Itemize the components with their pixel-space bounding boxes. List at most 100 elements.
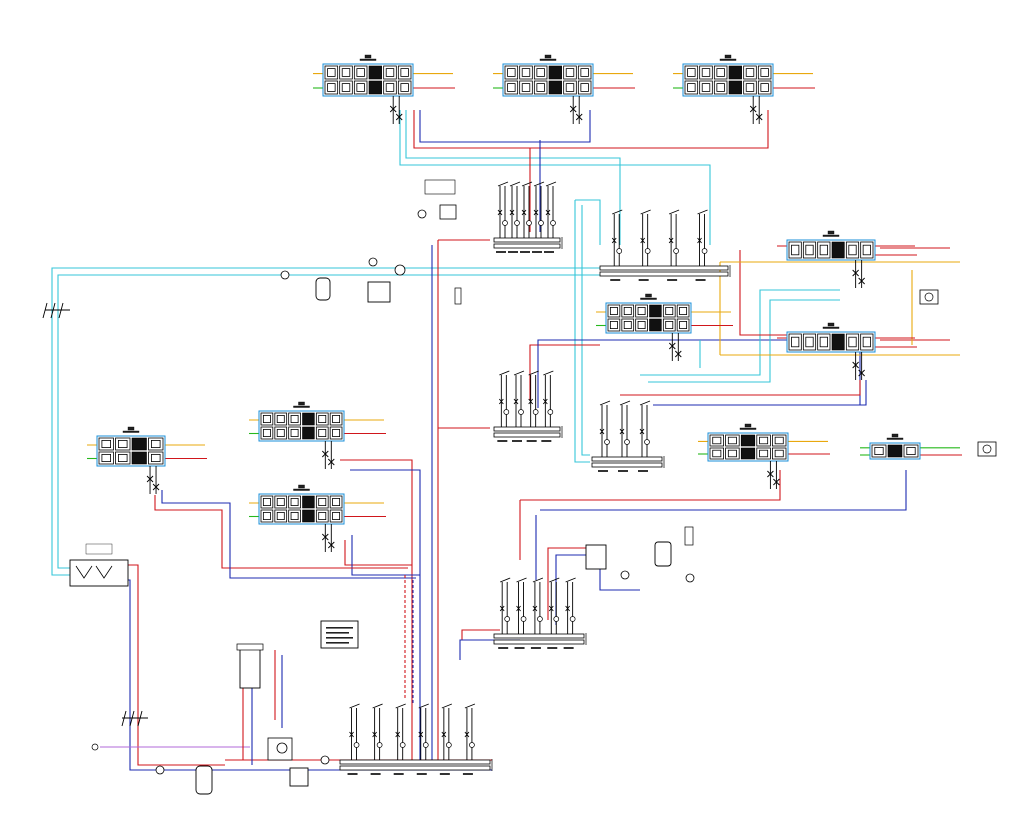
hx-small	[439, 204, 457, 220]
pipe-ru-supply	[739, 250, 790, 336]
pump-icon	[422, 742, 429, 748]
heat-recovery-wheel	[649, 304, 662, 318]
valve-icon	[521, 209, 527, 216]
riser-cap	[349, 703, 360, 709]
valve-icon	[575, 113, 583, 121]
ahu-tag-line	[122, 430, 140, 433]
fan-icon	[687, 68, 696, 77]
valve-icon	[852, 361, 859, 369]
pipe-left-supply	[154, 495, 408, 569]
fan-icon	[262, 414, 271, 423]
ahu-right-upper	[777, 230, 917, 288]
riser-cap	[532, 577, 544, 583]
branch-tag	[638, 279, 649, 281]
pump-icon	[520, 616, 527, 622]
riser-cap	[545, 181, 557, 187]
fan-icon	[819, 336, 828, 348]
pipe-right-supply-2	[620, 380, 861, 396]
ahu-mid-upper	[249, 401, 386, 469]
valve-icon	[858, 277, 865, 285]
pump-icon	[624, 439, 630, 445]
heat-recovery-wheel	[302, 426, 315, 440]
ahu-tag-line	[359, 58, 377, 61]
heat-recovery-wheel	[740, 434, 756, 447]
branch-tag	[508, 251, 518, 253]
ahu-lower-right	[698, 423, 830, 489]
fan-icon	[848, 244, 857, 256]
manifold-bottom	[339, 703, 493, 775]
fan-icon	[400, 83, 409, 92]
valve-icon	[441, 731, 447, 738]
fan-icon	[521, 83, 531, 92]
fan-icon	[712, 436, 722, 445]
fan-icon	[262, 497, 271, 506]
valve-icon	[464, 731, 470, 738]
fan-box-2	[977, 441, 997, 457]
fan-icon	[791, 336, 800, 348]
riser-cap	[500, 577, 511, 583]
branch-tag	[496, 251, 506, 253]
ahu-tag-line	[539, 58, 557, 61]
manifold-cold	[599, 209, 731, 281]
pipe-right-return-2	[653, 380, 867, 406]
heat-recovery-wheel	[368, 65, 382, 80]
ahu-tag-line	[293, 405, 310, 408]
pump-icon	[320, 755, 330, 765]
fan-icon	[716, 83, 725, 92]
valve-icon	[542, 398, 548, 405]
branch-tag	[532, 251, 542, 253]
fan-icon	[290, 497, 299, 506]
pipe-cold-loop-a	[574, 200, 590, 463]
branch-tag	[462, 773, 473, 775]
manifolds	[339, 181, 731, 775]
dosing-unit	[367, 281, 391, 303]
riser-cap	[521, 181, 533, 187]
pump-icon	[604, 439, 610, 445]
fan-icon	[609, 320, 618, 329]
branch-tag	[598, 470, 608, 472]
filter-unit-2	[684, 526, 694, 546]
ahu-left	[87, 426, 207, 494]
riser-cap	[395, 703, 406, 709]
pipe-chilled-west-2	[57, 274, 600, 569]
fan-icon	[665, 320, 674, 329]
ahu-top-right	[673, 54, 815, 124]
riser-cap	[619, 400, 631, 406]
fan-icon	[507, 68, 516, 77]
heat-exchanger-label	[85, 543, 113, 555]
pipe-ml-supply-2	[344, 540, 412, 566]
valve-icon	[599, 428, 605, 435]
pump-icon	[620, 570, 630, 580]
heat-exchanger	[69, 559, 129, 587]
fan-icon	[759, 449, 769, 458]
boiler-top	[236, 643, 264, 651]
valve-icon	[152, 483, 160, 491]
riser-cap	[499, 370, 510, 376]
valve-icon	[499, 605, 505, 612]
fan-icon	[341, 83, 351, 92]
fan-icon	[609, 306, 618, 315]
fan-icon	[687, 83, 696, 92]
fan-icon	[982, 444, 992, 454]
fan-icon	[118, 439, 128, 448]
riser-cap	[640, 209, 651, 215]
valve-station	[424, 179, 456, 195]
fan-icon	[712, 449, 722, 458]
pump-icon	[376, 742, 383, 748]
pump-icon	[518, 409, 524, 415]
pipe-right-return	[537, 339, 861, 408]
branch-tag	[638, 470, 648, 472]
ahu-tag-line	[886, 437, 904, 440]
valve-icon	[749, 105, 757, 113]
header-pipe	[493, 426, 561, 432]
pipe-ml-return-2	[351, 535, 420, 576]
fan-icon	[701, 83, 711, 92]
ahu-tag	[364, 54, 372, 59]
riser-cap	[549, 577, 560, 583]
heat-exchanger-plates-icon	[75, 565, 113, 579]
pipe-supply-top	[413, 110, 769, 149]
legend-note-line	[326, 632, 349, 634]
valve-icon	[548, 605, 554, 612]
manifold-lower	[493, 577, 587, 649]
ahu-tag	[298, 484, 305, 489]
